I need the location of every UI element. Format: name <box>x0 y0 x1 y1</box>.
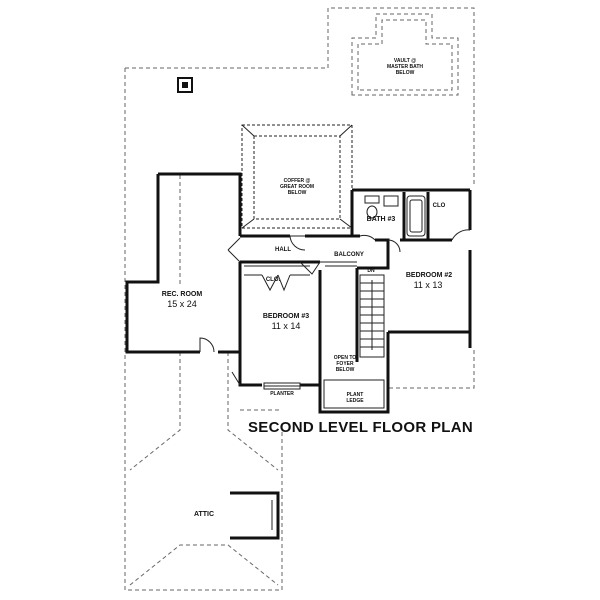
hall-label: HALL <box>275 247 291 253</box>
vault-note-line3: BELOW <box>396 70 415 76</box>
bedroom3-size: 11 x 14 <box>272 321 301 331</box>
open-note-line3: BELOW <box>336 367 355 373</box>
stairs[interactable] <box>359 274 385 358</box>
clo-label-bedroom2: CLO <box>433 203 446 209</box>
coffer-note-line3: BELOW <box>288 190 307 196</box>
chimney-symbol <box>177 77 193 93</box>
vault-note: VAULT @ MASTER BATH BELOW <box>387 58 423 76</box>
plant-ledge-note: PLANT LEDGE <box>346 392 364 404</box>
coffer-note-line2: GREAT ROOM <box>280 184 314 190</box>
rec-room-label: REC. ROOM 15 x 24 <box>162 291 203 309</box>
coffer-note-line1: COFFER @ <box>284 178 311 184</box>
balcony-label: BALCONY <box>334 252 364 258</box>
planter-box <box>263 382 301 390</box>
open-to-foyer-note: OPEN TO FOYER BELOW <box>334 355 357 373</box>
bedroom2-size: 11 x 13 <box>414 280 443 290</box>
vault-note-line1: VAULT @ <box>394 58 416 64</box>
coffer-ceiling <box>241 124 353 229</box>
open-note-line1: OPEN TO <box>334 355 357 361</box>
balcony-rail <box>320 261 357 267</box>
attic-dormer <box>230 491 280 540</box>
plant-note-line2: LEDGE <box>346 398 364 404</box>
stairs-down-label: DN <box>367 268 375 274</box>
bedroom2-name: BEDROOM #2 <box>406 272 452 279</box>
bedroom3-label: BEDROOM #3 11 x 14 <box>263 313 309 331</box>
rec-room-name: REC. ROOM <box>162 291 203 298</box>
coffer-note: COFFER @ GREAT ROOM BELOW <box>280 178 314 196</box>
planter-label: PLANTER <box>270 391 294 397</box>
open-note-line2: FOYER <box>336 361 354 367</box>
plan-title: SECOND LEVEL FLOOR PLAN <box>248 419 473 436</box>
bedroom2-label: BEDROOM #2 11 x 13 <box>406 272 452 290</box>
bath3-label: BATH #3 <box>367 216 396 223</box>
bedroom3-name: BEDROOM #3 <box>263 313 309 320</box>
roof-outline <box>124 7 475 591</box>
door-swings <box>199 229 471 386</box>
plant-ledge-rail <box>323 379 385 409</box>
bath-fixtures <box>364 195 426 237</box>
vault-note-line2: MASTER BATH <box>387 64 423 70</box>
attic-label: ATTIC <box>194 511 214 518</box>
plant-note-line1: PLANT <box>347 392 364 398</box>
clo-label-bedroom3: CLO. <box>266 277 281 283</box>
rec-room-size: 15 x 24 <box>167 299 197 309</box>
